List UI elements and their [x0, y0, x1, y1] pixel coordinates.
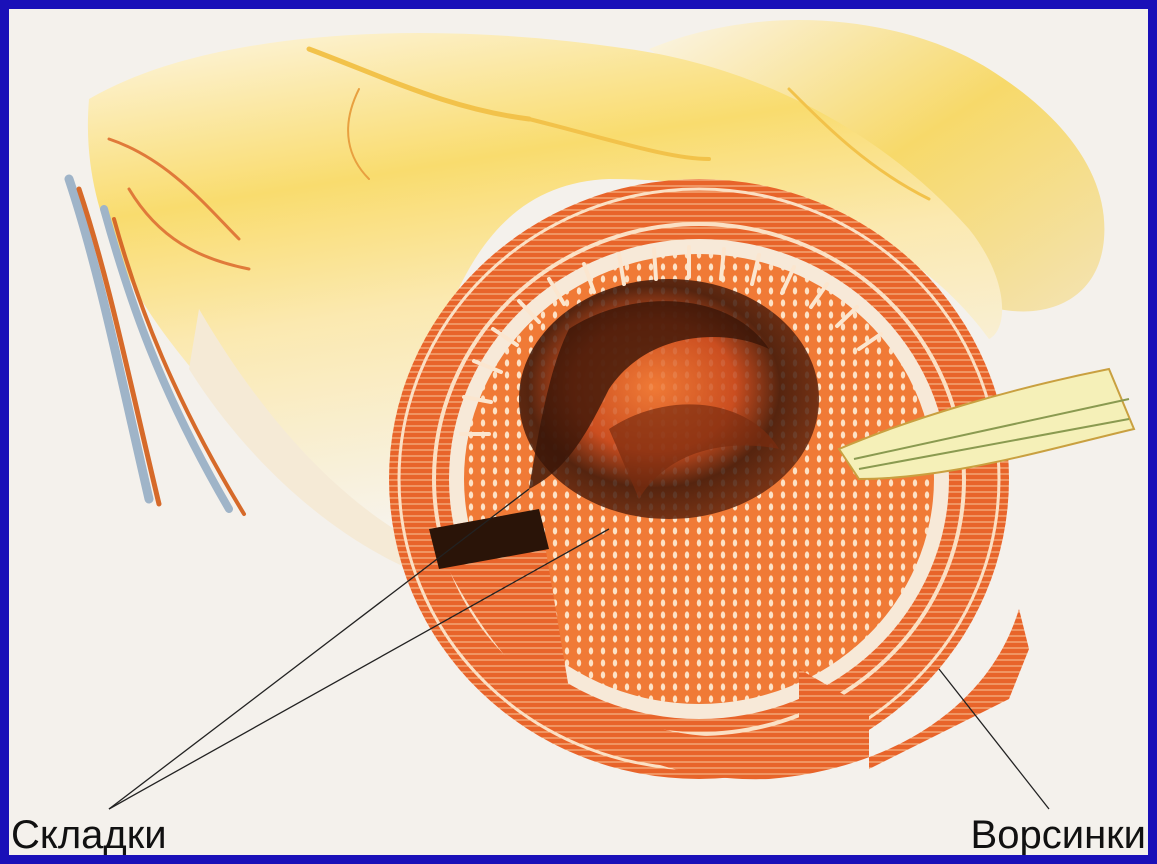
label-folds: Складки — [11, 815, 167, 855]
intestine-illustration — [9, 9, 1148, 855]
label-villi: Ворсинки — [971, 815, 1146, 855]
diagram-frame: Складки Ворсинки — [9, 9, 1148, 855]
